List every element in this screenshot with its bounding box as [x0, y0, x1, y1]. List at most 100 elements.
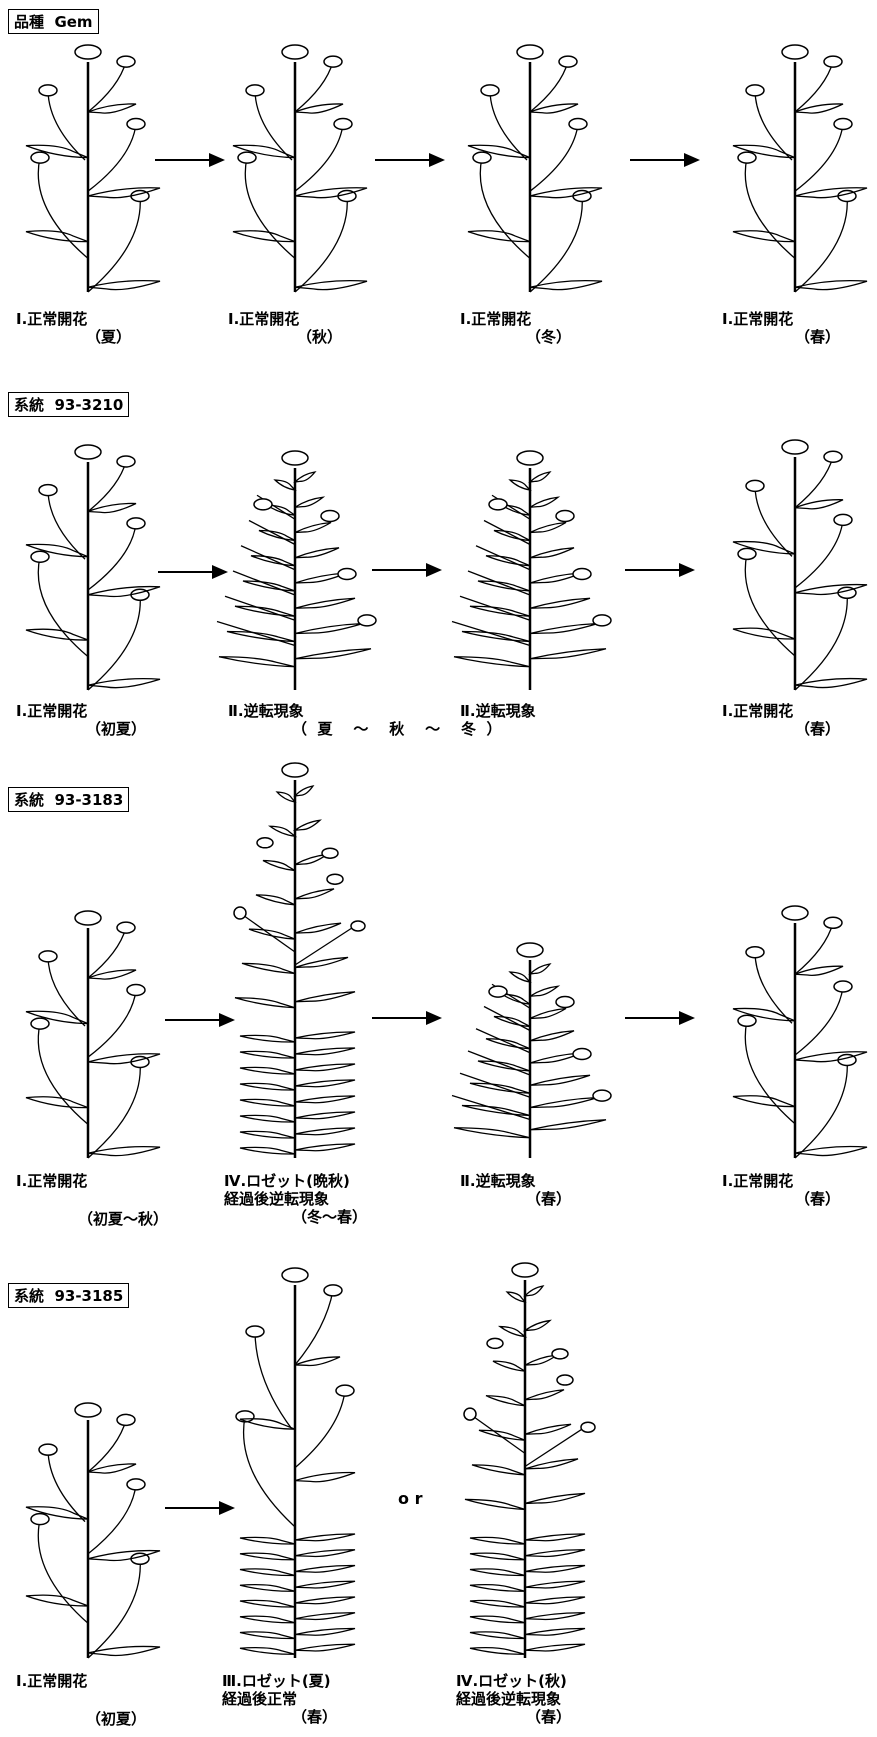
- leaf: [525, 1581, 585, 1588]
- stage-label: Ⅰ.正常開花: [722, 310, 793, 328]
- arrow-head: [426, 1011, 442, 1025]
- leaf: [478, 581, 530, 591]
- leaf: [295, 1096, 355, 1103]
- flower-head: [593, 615, 611, 626]
- flower-head: [489, 499, 507, 510]
- leaf: [470, 1083, 530, 1093]
- stage-label: Ⅰ.正常開花: [228, 310, 299, 328]
- stage-label: Ⅱ.逆転現象: [460, 702, 536, 720]
- leaf: [530, 649, 606, 659]
- leaf: [295, 1032, 355, 1039]
- leaf: [295, 1644, 355, 1651]
- leaf: [295, 497, 323, 507]
- leaf: [227, 632, 295, 642]
- peduncle: [217, 622, 295, 646]
- section-header-93-3185: 系統 93-3185: [8, 1283, 129, 1308]
- leaf: [478, 1061, 530, 1071]
- leaf: [462, 632, 530, 642]
- leaf: [26, 1595, 88, 1606]
- peduncle: [225, 596, 295, 620]
- leaf: [295, 1048, 355, 1055]
- leaf: [525, 1644, 585, 1651]
- leaf: [295, 889, 334, 899]
- leaf: [530, 523, 566, 533]
- flower-head: [127, 1479, 145, 1490]
- leaf: [270, 826, 295, 836]
- leaf: [26, 231, 88, 242]
- leaf: [470, 1553, 525, 1560]
- leaf: [240, 1131, 295, 1138]
- stage-season: （ 夏 ～ 秋 ～ 冬 ）: [292, 720, 501, 738]
- leaf: [295, 820, 320, 830]
- leaf: [525, 1565, 585, 1572]
- stage-label: Ⅰ.正常開花: [460, 310, 531, 328]
- stage-season: （春）: [292, 1708, 337, 1726]
- leaf: [240, 1648, 295, 1655]
- leaf: [295, 786, 313, 796]
- leaf: [295, 1565, 355, 1572]
- flower-head: [351, 921, 365, 931]
- arrow-head: [212, 565, 228, 579]
- peduncle: [48, 490, 85, 559]
- flower-head: [246, 85, 264, 96]
- flower-head: [557, 1375, 573, 1385]
- leaf: [240, 1632, 295, 1639]
- leaf: [219, 657, 295, 667]
- flower-head: [834, 119, 852, 130]
- leaf: [240, 1616, 295, 1623]
- peduncle: [255, 1332, 292, 1430]
- peduncle: [295, 926, 355, 965]
- flower-head: [738, 548, 756, 559]
- leaf: [295, 598, 355, 608]
- peduncle: [470, 1414, 525, 1453]
- leaf: [530, 1098, 598, 1108]
- peduncle: [755, 486, 792, 556]
- leaf: [295, 957, 348, 967]
- leaf: [462, 1106, 530, 1116]
- leaf: [733, 1096, 795, 1107]
- peduncle: [795, 987, 843, 1056]
- leaf: [510, 480, 530, 490]
- leaf: [235, 998, 295, 1008]
- leaf: [530, 1075, 590, 1085]
- stage-label: Ⅰ.正常開花: [16, 702, 87, 720]
- leaf: [525, 1628, 585, 1635]
- flower-head: [324, 56, 342, 67]
- leaf: [530, 1120, 606, 1130]
- leaf: [470, 606, 530, 616]
- flower-head: [254, 499, 272, 510]
- peduncle: [295, 1391, 345, 1468]
- flower-head: [31, 152, 49, 163]
- peduncle: [88, 124, 136, 191]
- leaf: [530, 964, 550, 974]
- stage-season: （初夏）: [86, 1710, 146, 1728]
- leaf: [295, 649, 371, 659]
- peduncle: [460, 1073, 530, 1097]
- leaf: [530, 1031, 574, 1041]
- flower-head: [746, 85, 764, 96]
- leaf: [493, 1361, 525, 1371]
- flower-head: [746, 947, 764, 958]
- leaf: [470, 1585, 525, 1592]
- leaf: [470, 1648, 525, 1655]
- leaf: [530, 497, 558, 507]
- peduncle: [460, 596, 530, 620]
- leaf: [295, 1597, 355, 1604]
- leaf: [525, 1613, 585, 1620]
- leaf: [295, 1473, 355, 1482]
- flower-head: [517, 943, 543, 957]
- leaf: [256, 895, 295, 905]
- stage-label: Ⅰ.正常開花: [16, 310, 87, 328]
- peduncle: [745, 158, 795, 259]
- leaf: [468, 231, 530, 242]
- leaf: [525, 1321, 550, 1331]
- leaf: [233, 231, 295, 242]
- leaf: [295, 1064, 355, 1071]
- stage-season: （春）: [795, 1190, 840, 1208]
- stage-label: Ⅳ.ロゼット(晩秋) 経過後逆転現象: [224, 1172, 350, 1208]
- arrow-head: [219, 1013, 235, 1027]
- leaf: [295, 1534, 355, 1541]
- arrow-head: [679, 1011, 695, 1025]
- flower-head: [327, 874, 343, 884]
